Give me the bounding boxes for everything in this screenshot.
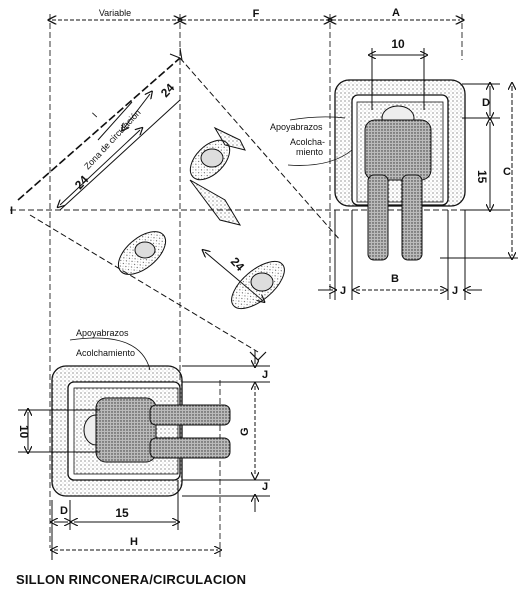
dim-24-a: 24 — [158, 80, 178, 100]
dim-10-left: 10 — [17, 425, 31, 439]
label-C: C — [503, 166, 511, 178]
label-D-right: D — [482, 97, 490, 109]
right-side-dims — [440, 84, 518, 258]
bottom-dims — [52, 480, 218, 560]
label-A: A — [392, 7, 400, 19]
dim-15-bottom: 15 — [115, 506, 129, 520]
walking-figure-upper — [189, 126, 246, 226]
label-G: G — [239, 427, 251, 436]
right-bottom-dims — [318, 210, 482, 300]
label-D-bottom: D — [60, 505, 68, 517]
figure-caption: SILLON RINCONERA/CIRCULACION — [16, 572, 247, 587]
dim-10-top — [372, 48, 424, 110]
dim-15-right: 15 — [475, 170, 489, 184]
left-dim-10 — [18, 410, 100, 452]
annotation-leaders-left — [69, 337, 151, 371]
dim-24-b: 24 — [72, 172, 92, 192]
acolchamiento-right-label-1: Acolcha- — [290, 137, 325, 147]
walking-figure-middle — [117, 231, 167, 275]
label-J-right-left: J — [340, 285, 346, 297]
corner-marker — [249, 351, 267, 361]
dim-24-c: 24 — [228, 254, 248, 274]
label-variable: Variable — [99, 8, 131, 18]
acolchamiento-right-label-2: miento — [296, 147, 323, 157]
bottom-right-dims — [182, 350, 270, 512]
label-J-right-right: J — [452, 285, 458, 297]
walking-figure-lower — [231, 260, 285, 310]
dim-10-top-label: 10 — [391, 37, 405, 51]
apoyabrazos-left-label: Apoyabrazos — [76, 328, 129, 338]
label-B: B — [391, 273, 399, 285]
apoyabrazos-right-label: Apoyabrazos — [270, 122, 323, 132]
label-I: I — [90, 111, 99, 120]
seated-figure-right — [364, 105, 432, 261]
seated-figure-bottom — [83, 397, 231, 463]
marker-I-left: I — [10, 205, 13, 217]
label-F: F — [253, 8, 260, 20]
label-H: H — [130, 536, 138, 548]
acolchamiento-left-label: Acolchamiento — [76, 348, 135, 358]
circulation-zone — [17, 47, 341, 353]
label-J-bottom-top: J — [262, 369, 268, 381]
annotation-leaders-right — [287, 116, 353, 166]
label-J-bottom-bottom: J — [262, 481, 268, 493]
